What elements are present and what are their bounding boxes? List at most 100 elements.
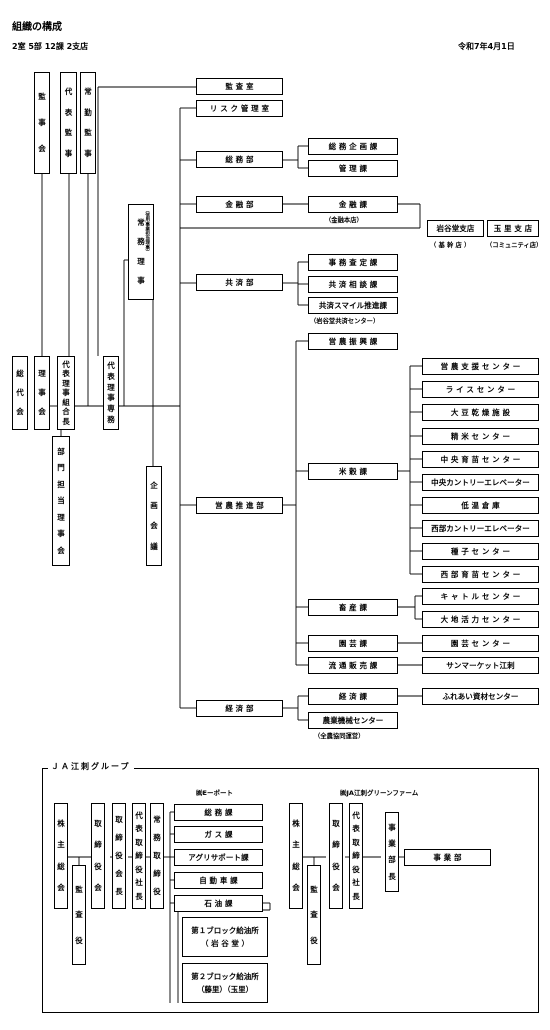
- co1-sec-jidosha: 自 動 車 課: [174, 872, 263, 889]
- vertical-char: 役: [310, 935, 318, 945]
- vertical-char: 主: [292, 840, 300, 850]
- sec-kyosai-sodan: 共 済 相 談 課: [308, 276, 398, 293]
- vertical-char: 務: [153, 833, 161, 843]
- vertical-char: 画: [150, 500, 158, 510]
- center-chuo-ikubyo: 中 央 育 苗 セ ン タ ー: [422, 451, 539, 468]
- vertical-char: 理: [38, 369, 46, 379]
- vertical-char: 取: [115, 815, 123, 825]
- kansa-shitsu-box: 監 査 室: [196, 78, 283, 95]
- center-seibu-ce: 西部カントリーエレベーター: [422, 520, 539, 537]
- vertical-char: 取: [94, 818, 102, 828]
- vertical-char: 代: [107, 360, 115, 370]
- vertical-char: 代: [64, 86, 73, 96]
- risk-kanri-box: リ ス ク 管 理 室: [196, 100, 283, 117]
- center-teion-soko: 低 温 倉 庫: [422, 497, 539, 514]
- center-fureai: ふれあい資材センター: [422, 688, 539, 705]
- vertical-char: 事: [38, 388, 46, 398]
- dept-keizai-label: 経 済 部: [225, 704, 254, 713]
- vertical-char: 理: [57, 512, 65, 522]
- vertical-char: 門: [57, 463, 65, 473]
- kansa-kai-box: 監事会: [34, 72, 50, 174]
- vertical-char: 務: [107, 415, 115, 425]
- vertical-char: 株: [57, 818, 65, 828]
- vertical-char: 当: [57, 496, 65, 506]
- vertical-char: 監: [310, 884, 318, 894]
- co2-buchou: 事業部長: [385, 812, 399, 892]
- co1-block2: 第２ブロック給油所 （藤里）（玉里）: [182, 963, 268, 1003]
- vertical-char: 表: [352, 824, 360, 834]
- co2-kabunushi: 株主総会: [289, 803, 303, 909]
- vertical-char: 査: [75, 910, 83, 920]
- effective-date: 令和7年4月1日: [458, 42, 515, 51]
- vertical-char: 事: [388, 822, 396, 832]
- vertical-char: 長: [388, 871, 396, 881]
- center-chuo-ce: 中央カントリーエレベーター: [422, 474, 539, 491]
- vertical-char: 役: [115, 851, 123, 861]
- center-daichi: 大 地 活 力 セ ン タ ー: [422, 611, 539, 628]
- vertical-char: 代: [62, 359, 70, 369]
- jokin-kanji-label: 常勤監事: [84, 75, 92, 171]
- ja-group-title: ＪＡ江刺グループ: [48, 761, 134, 772]
- vertical-char: 議: [150, 541, 158, 551]
- vertical-char: 長: [115, 886, 123, 896]
- dept-somu-label: 総 務 部: [225, 155, 254, 164]
- center-daizu: 大 豆 乾 燥 施 設: [422, 404, 539, 421]
- vertical-char: 表: [135, 824, 143, 834]
- vertical-char: 表: [62, 369, 70, 379]
- vertical-char: 長: [352, 891, 360, 901]
- vertical-char: 常: [153, 815, 161, 825]
- center-rice: ラ イ ス セ ン タ ー: [422, 381, 539, 398]
- co2-kansayaku: 監査役: [307, 865, 321, 965]
- vertical-char: 長: [62, 416, 70, 426]
- vertical-char: 役: [135, 864, 143, 874]
- sec-engei: 園 芸 課: [308, 635, 398, 652]
- sec-beikoku: 米 穀 課: [308, 463, 398, 480]
- vertical-char: 代: [135, 810, 143, 820]
- vertical-char: 監: [64, 128, 73, 138]
- center-engei: 園 芸 セ ン タ ー: [422, 635, 539, 652]
- jokin-kanji-box: 常勤監事: [80, 72, 96, 174]
- vertical-char: 総: [57, 861, 65, 871]
- dept-kyosai: 共 済 部: [196, 274, 283, 291]
- vertical-char: 組: [62, 397, 70, 407]
- daihyo-senmu-box: 代表理事専務: [103, 356, 119, 430]
- daihyo-kanji-label: 代表監事: [65, 75, 73, 171]
- vertical-char: 代: [352, 810, 360, 820]
- sodai-kai-box: 総代会: [12, 356, 28, 430]
- vertical-char: 株: [292, 818, 300, 828]
- vertical-char: 主: [57, 840, 65, 850]
- vertical-char: 締: [135, 851, 143, 861]
- sec-chikusan: 畜 産 課: [308, 599, 398, 616]
- jomu-riji-label: 常務理事: [137, 207, 145, 297]
- vertical-char: 取: [352, 837, 360, 847]
- note-zennou: （全農協同運営）: [314, 733, 365, 740]
- sec-nogyo-kikai: 農業機械センター: [308, 712, 398, 729]
- vertical-char: 理: [62, 378, 70, 388]
- co1-kansayaku: 監査役: [72, 865, 86, 965]
- vertical-char: 常: [84, 86, 92, 96]
- note-community: （コミュニティ店）: [486, 242, 543, 249]
- vertical-char: 会: [16, 407, 24, 417]
- vertical-char: 役: [352, 864, 360, 874]
- sec-ryutsu-hanbai: 流 通 販 売 課: [308, 657, 398, 674]
- dept-einou: 営 農 推 進 部: [196, 497, 283, 514]
- vertical-char: 表: [64, 107, 73, 117]
- vertical-char: 会: [115, 869, 123, 878]
- kikaku-kaigi-label: 企画会議: [150, 469, 158, 563]
- vertical-char: 取: [332, 818, 340, 828]
- co1-sec-agri: アグリサポート課: [174, 849, 263, 866]
- note-iwayado-kyosai: （岩谷堂共済センター）: [310, 318, 380, 325]
- vertical-char: 役: [94, 861, 102, 871]
- co1-block1: 第１ブロック給油所 （ 岩 谷 堂 ）: [182, 917, 268, 957]
- dept-einou-label: 営 農 推 進 部: [215, 501, 264, 510]
- co1-sec-sekiyu: 石 油 課: [174, 895, 263, 912]
- daihyo-senmu-label: 代表理事専務: [107, 359, 115, 427]
- dept-kyosai-label: 共 済 部: [225, 278, 254, 287]
- center-einou-shien: 営 農 支 援 セ ン タ ー: [422, 358, 539, 375]
- vertical-char: 企: [150, 480, 158, 490]
- vertical-char: 総: [292, 861, 300, 871]
- vertical-char: 勤: [84, 107, 92, 117]
- kumiaicho-box: 代表理事組合長: [57, 356, 75, 430]
- vertical-char: 会: [38, 144, 46, 154]
